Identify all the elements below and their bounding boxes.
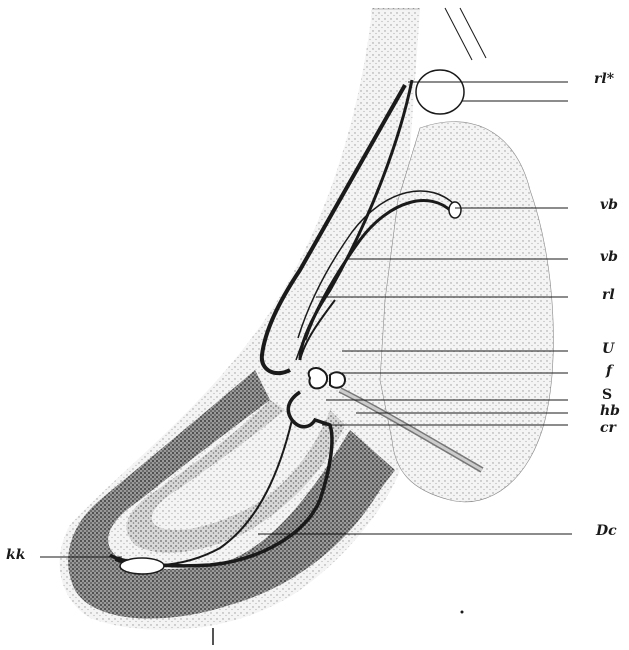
- outer-envelope: [60, 10, 420, 630]
- right-lobe: [380, 122, 553, 502]
- label-U: U: [602, 342, 614, 356]
- kk-oval: [120, 558, 164, 574]
- label-rl: rl: [602, 288, 615, 302]
- f-ring: [309, 368, 327, 388]
- rl-star-oval: [416, 70, 464, 114]
- label-rl-star: rl*: [594, 72, 614, 86]
- label-Dc: Dc: [596, 524, 617, 538]
- label-cr: cr: [600, 421, 616, 435]
- label-vb-upper: vb: [600, 198, 618, 212]
- label-f: f: [606, 364, 612, 378]
- label-kk: kk: [6, 548, 25, 562]
- vb-oval: [449, 202, 461, 218]
- label-S: S: [602, 388, 612, 402]
- label-hb: hb: [600, 404, 620, 418]
- label-vb-lower: vb: [600, 250, 618, 264]
